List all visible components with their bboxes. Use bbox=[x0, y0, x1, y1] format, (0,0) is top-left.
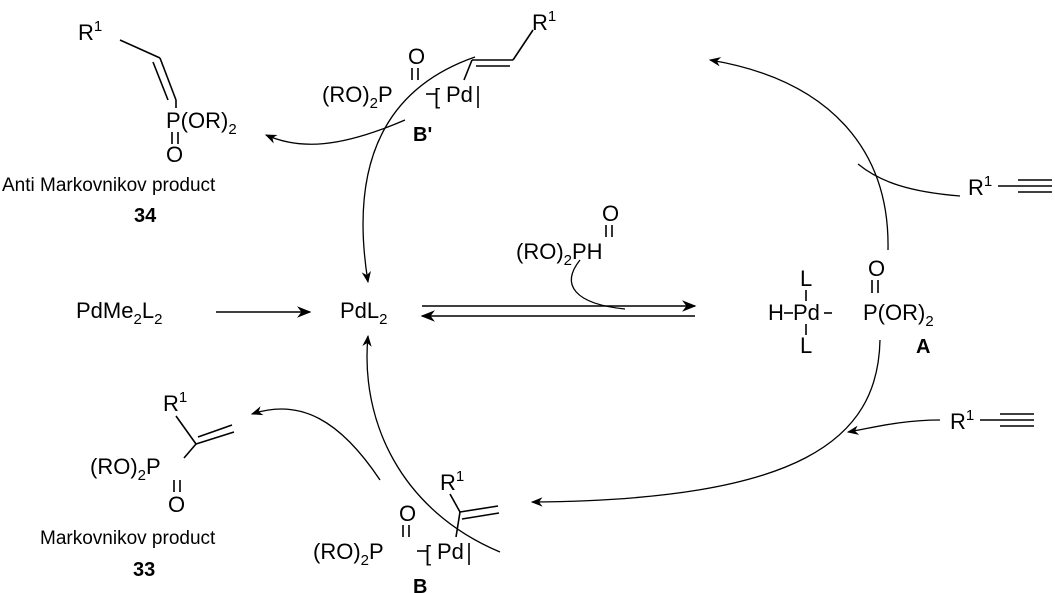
bond bbox=[463, 59, 473, 81]
r1-label: R1 bbox=[950, 407, 974, 434]
ligand-top: L bbox=[800, 266, 812, 291]
bond bbox=[449, 493, 461, 513]
arc-b-prime-to-pdl2 bbox=[361, 56, 476, 284]
anti-markovnikov-product: R1 P(OR)2 O Anti Markovnikov product 34 bbox=[2, 18, 237, 227]
palladium: Pd bbox=[437, 539, 464, 564]
oxygen: O bbox=[166, 142, 183, 167]
bond bbox=[455, 511, 461, 538]
ro2p-group: (RO)2P bbox=[313, 539, 384, 569]
alkyne-top: R1 bbox=[968, 173, 1052, 200]
arc-a-to-b bbox=[530, 339, 881, 507]
intermediate-a: L H Pd O P(OR)2 L A bbox=[768, 256, 934, 358]
dialkyl-phosphite: O (RO)2PH bbox=[516, 201, 619, 269]
pd-bracket: [ bbox=[434, 84, 440, 109]
r1-label: R1 bbox=[163, 389, 187, 416]
bond bbox=[183, 443, 197, 459]
palladium: Pd bbox=[446, 82, 473, 107]
oxygen: O bbox=[602, 201, 619, 226]
p-or2-group: P(OR)2 bbox=[166, 108, 237, 138]
compound-number-34: 34 bbox=[134, 205, 157, 227]
bond bbox=[175, 415, 197, 445]
double-bond bbox=[159, 57, 177, 101]
double-bond bbox=[197, 424, 233, 438]
oxygen: O bbox=[408, 44, 425, 69]
palladium: Pd bbox=[793, 300, 820, 325]
oxygen: O bbox=[168, 492, 185, 517]
oxygen: O bbox=[868, 256, 885, 281]
r1-label: R1 bbox=[440, 468, 464, 495]
markov-product-caption: Markovnikov product bbox=[40, 528, 216, 549]
markovnikov-product: R1 (RO)2P O Markovnikov product 33 bbox=[40, 389, 235, 581]
alkyne-bottom: R1 bbox=[950, 407, 1034, 434]
ro2p-group: (RO)2P bbox=[90, 454, 161, 484]
double-bond bbox=[195, 431, 235, 445]
pd-bracket: [ bbox=[425, 541, 431, 566]
label-b-prime: B' bbox=[413, 124, 432, 146]
alkyne-top-entry-arrow bbox=[857, 163, 961, 197]
double-bond bbox=[461, 512, 500, 520]
bond bbox=[512, 29, 534, 61]
pdme2l2: PdMe2L2 bbox=[76, 298, 162, 328]
label-b: B bbox=[413, 576, 427, 593]
arc-a-to-b-prime bbox=[708, 57, 889, 251]
bond bbox=[119, 39, 161, 59]
r1-label: R1 bbox=[968, 173, 992, 200]
alkyne-bottom-entry-arrow bbox=[846, 419, 941, 435]
compound-number-33: 33 bbox=[133, 559, 155, 581]
ligand-bottom: L bbox=[800, 333, 812, 358]
r1-label: R1 bbox=[532, 8, 556, 35]
anti-product-caption: Anti Markovnikov product bbox=[2, 175, 216, 196]
ro2p-group: (RO)2P bbox=[322, 82, 393, 112]
oxygen: O bbox=[399, 501, 416, 526]
catalyst-pdl2: PdL2 bbox=[340, 298, 388, 328]
phosphite-entry-arrow bbox=[570, 259, 626, 310]
ro2ph-group: (RO)2PH bbox=[516, 239, 603, 269]
intermediate-b: O (RO)2P [ Pd R1 B bbox=[313, 468, 500, 593]
label-a: A bbox=[916, 336, 930, 358]
p-or2-group: P(OR)2 bbox=[863, 300, 934, 330]
arc-b-to-pdl2 bbox=[362, 334, 501, 553]
pdl2: PdL2 bbox=[340, 298, 388, 328]
precatalyst: PdMe2L2 bbox=[76, 298, 162, 328]
arc-to-markov-product bbox=[250, 406, 381, 481]
double-bond bbox=[459, 505, 499, 513]
hydride: H bbox=[768, 300, 784, 325]
arc-to-anti-product bbox=[264, 119, 406, 145]
double-bond bbox=[152, 61, 169, 101]
r1-label: R1 bbox=[78, 18, 102, 45]
intermediate-b-prime: O (RO)2P [ Pd R1 B' bbox=[322, 8, 556, 146]
